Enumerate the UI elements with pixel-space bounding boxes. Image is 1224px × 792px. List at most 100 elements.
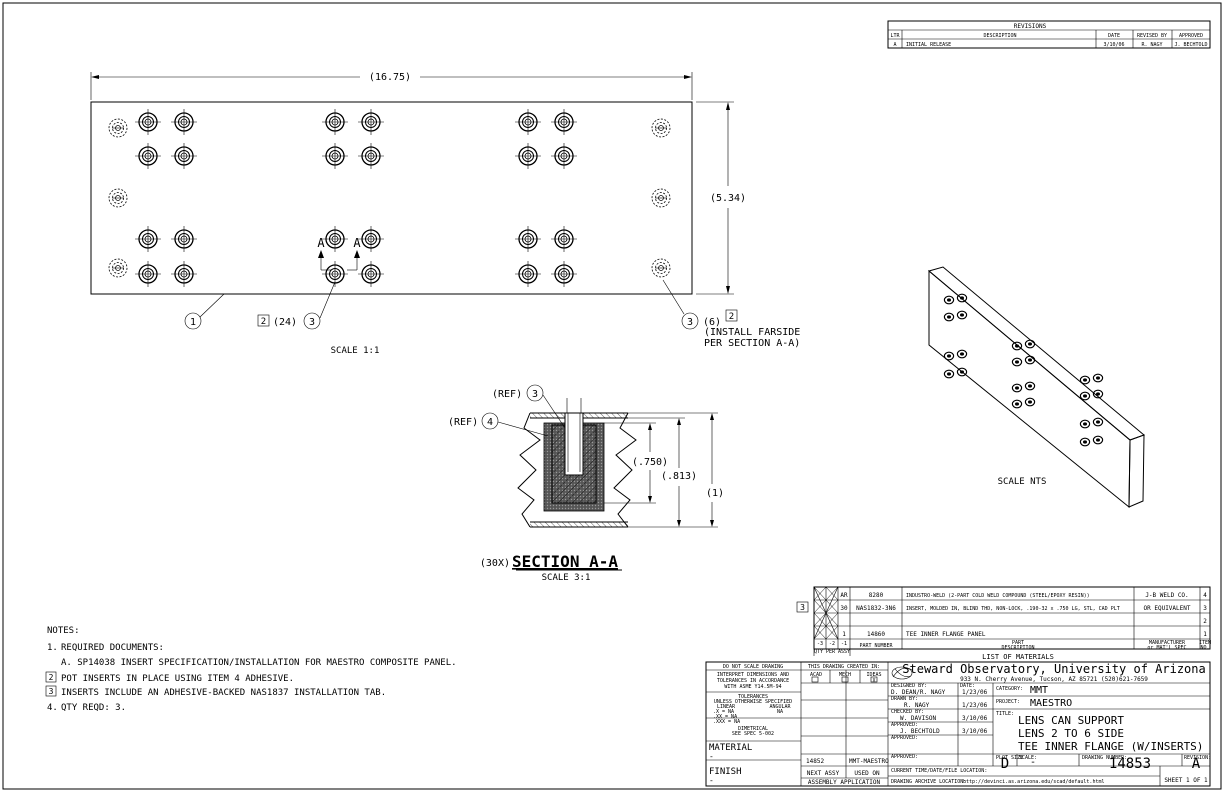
insert-symbol	[515, 226, 541, 252]
rev-header-date: DATE	[1108, 33, 1120, 39]
tb-tol-xxx: .XXX = NA	[713, 719, 740, 725]
tb-interpret-3: WITH ASME Y14.5M-94	[724, 684, 781, 690]
insert-symbol	[171, 261, 197, 287]
bom-row-4-desc: INDUSTRO-WELD (2-PART COLD WELD COMPOUND…	[906, 593, 1090, 599]
insert-symbol	[171, 109, 197, 135]
isometric-hole	[943, 295, 955, 305]
insert-symbol	[358, 143, 384, 169]
insert-symbol	[322, 226, 348, 252]
tb-mech: MECH	[839, 672, 851, 678]
bom-row-4-item: 4	[1203, 592, 1207, 599]
tb-project-label: PROJECT:	[996, 699, 1020, 705]
insert-symbol	[135, 109, 161, 135]
tb-approved-label: APPROVED:	[891, 722, 918, 728]
list-of-materials: AR 8280 INDUSTRO-WELD (2-PART COLD WELD …	[796, 586, 1211, 661]
rev-cell-date: 3/10/06	[1103, 42, 1124, 48]
isometric-hole	[943, 351, 955, 361]
isometric-hole	[1011, 399, 1023, 409]
tb-finish: -	[709, 776, 714, 785]
isometric-hole	[1024, 381, 1036, 391]
tb-acad-checkbox	[811, 676, 819, 683]
isometric-hole	[1011, 357, 1023, 367]
bom-row-1-part: 14860	[867, 631, 885, 638]
tb-date-label: DATE:	[960, 683, 975, 689]
isometric-hole	[1079, 437, 1091, 447]
note-2-flag	[45, 671, 57, 683]
bom-flag-3-label: 3	[800, 603, 805, 612]
tb-drawing-number: 14853	[1109, 756, 1151, 772]
tb-material: -	[709, 752, 714, 761]
flag-note-2-farside-label: 2	[729, 312, 734, 322]
revisions-table: REVISIONS LTR DESCRIPTION DATE REVISED B…	[887, 20, 1211, 49]
tb-do-not-scale: DO NOT SCALE DRAWING	[723, 664, 783, 670]
tb-title-label: TITLE:	[996, 711, 1014, 717]
flag-note-2	[257, 314, 270, 327]
isometric-hole	[1092, 373, 1104, 383]
insert-symbol	[551, 261, 577, 287]
note-2-number: 2	[49, 673, 54, 682]
tb-current-time-label: CURRENT TIME/DATE/FILE LOCATION:	[891, 768, 987, 774]
tb-dimetrical: DIMETRICAL	[738, 726, 768, 732]
quantity-6: (6)	[703, 317, 721, 328]
isometric-insert-holes	[943, 293, 1104, 447]
tb-designed-by-label: DESIGNED BY:	[891, 683, 927, 689]
insert-symbol	[135, 143, 161, 169]
rev-header-description: DESCRIPTION	[983, 33, 1016, 39]
dimension-750: (.750)	[632, 457, 668, 468]
bom-header-item: ITEM	[1199, 640, 1211, 646]
tb-used-on-label: USED ON	[854, 770, 880, 777]
tb-category: MMT	[1030, 685, 1048, 696]
isometric-hole	[956, 310, 968, 320]
tb-checked-date: 3/10/06	[962, 715, 988, 722]
threaded-bore	[564, 412, 584, 476]
observatory-logo	[891, 666, 913, 680]
bom-header-qty: QTY PER ASSY	[814, 649, 850, 655]
insert-symbol	[322, 261, 348, 287]
bom-row-3-item: 3	[1203, 605, 1207, 612]
tb-plot-size: D	[1001, 756, 1009, 772]
insert-symbol	[135, 226, 161, 252]
bom-row-3-qty: 30	[840, 605, 848, 612]
insert-symbol	[358, 261, 384, 287]
insert-symbol	[551, 226, 577, 252]
isometric-view-scale: SCALE NTS	[998, 477, 1047, 487]
tb-drawing-number-label: DRAWING NUMBER:	[1082, 755, 1127, 761]
bom-title: LIST OF MATERIALS	[982, 653, 1054, 661]
isometric-hole	[1011, 341, 1023, 351]
bom-col-dash3: -3	[817, 641, 823, 647]
tb-approved-label-3: APPROVED:	[891, 754, 918, 760]
rev-header-approved: APPROVED	[1179, 33, 1203, 39]
farside-insert-symbol	[651, 188, 671, 208]
section-letter-right: A	[353, 236, 361, 250]
tb-approved-label-2: APPROVED:	[891, 735, 918, 741]
insert-symbol	[515, 261, 541, 287]
section-view-a-a: (.750) (.813) (1) (REF) 3 (REF) 4 (30X) …	[448, 384, 724, 583]
ref-label-3: (REF)	[492, 389, 522, 400]
tb-tol-ang: NA	[777, 709, 783, 715]
rev-cell-revised-by: R. NAGY	[1141, 42, 1162, 48]
section-callout-4	[481, 412, 499, 430]
section-letter-left: A	[317, 236, 325, 250]
bom-row-3-part: NAS1832-3N6	[856, 605, 896, 612]
isometric-hole	[1079, 419, 1091, 429]
section-title: SECTION A-A	[512, 552, 618, 571]
insert-symbol	[551, 109, 577, 135]
bom-header-part: PART	[1012, 640, 1024, 646]
note-4-text: QTY REQD: 3.	[61, 703, 126, 713]
bom-header-matl-spec: or MAT'L SPEC	[1147, 645, 1186, 651]
bom-row-4-part: 8280	[869, 592, 884, 599]
isometric-hole	[943, 312, 955, 322]
bom-col-dash2: -2	[829, 641, 835, 647]
tb-plot-size-label: PLOT SIZE	[996, 755, 1023, 761]
tb-tol-xx: .XX = NA	[713, 714, 737, 720]
rev-header-ltr: LTR	[890, 33, 900, 39]
tb-approved-by: J. BECHTOLD	[900, 728, 940, 735]
tb-title-line-3: TEE INNER FLANGE (W/INSERTS)	[1018, 740, 1203, 753]
tb-archive-url: http://devinci.as.arizona.edu/scad/defau…	[963, 779, 1104, 785]
insert-symbol	[515, 109, 541, 135]
tb-revision: A	[1192, 756, 1201, 772]
isometric-hole	[1092, 389, 1104, 399]
section-callout-3	[526, 384, 544, 402]
tb-ideas-mark: X	[872, 678, 875, 684]
isometric-view: SCALE NTS	[927, 266, 1145, 509]
